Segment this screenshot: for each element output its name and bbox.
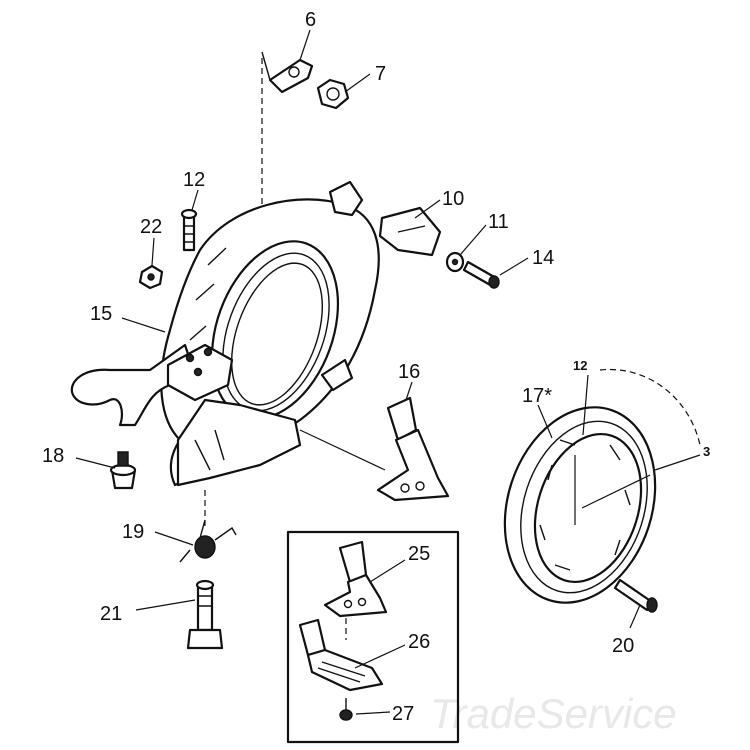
label-16: 16 [398,361,420,383]
label-18: 18 [42,445,64,467]
clock-3-leader [654,454,701,471]
rotation-arc [599,368,701,446]
part-11-washer [445,251,465,273]
part-25-bracket [323,540,388,618]
part-22-small-nut [138,264,164,290]
clock-label-12: 12 [573,358,587,373]
label-19: 19 [122,521,144,543]
part-6-clip [261,51,314,94]
part-17-ring-plate [503,406,657,604]
leader-6 [299,29,311,61]
label-11: 11 [488,211,509,233]
label-14: 14 [532,247,554,269]
part-27-screw [339,698,353,721]
leader-7 [344,73,371,93]
leader-17 [537,404,553,439]
label-17: 17* [522,385,552,407]
leader-20 [629,604,641,629]
label-10: 10 [442,188,464,210]
label-15: 15 [90,303,112,325]
leader-11 [459,224,487,256]
part-19-spring [179,519,237,563]
leader-12 [191,189,199,211]
leader-18 [75,457,116,469]
part-18-knob [109,451,137,490]
leader-19 [154,531,194,546]
label-12: 12 [183,169,205,191]
leader-22 [151,237,155,266]
leader-14 [499,257,529,276]
leader-10 [414,199,441,219]
watermark: TradeService [430,690,677,737]
label-21: 21 [100,603,122,625]
label-26: 26 [408,631,430,653]
label-25: 25 [408,543,430,565]
assembly-line-16 [299,429,386,471]
part-14-screw [462,260,500,289]
leader-16 [405,381,413,401]
leader-27 [355,711,391,715]
label-22: 22 [140,216,162,238]
part-12-bolt [180,208,198,252]
label-27: 27 [392,703,414,725]
inset-box [286,530,460,744]
part-16-bracket [376,396,450,502]
part-26-plate [298,618,384,692]
part-20-screw [613,578,658,613]
leader-15 [121,317,166,333]
label-7: 7 [375,63,386,85]
label-6: 6 [305,9,316,31]
part-21-pin [186,579,224,650]
part-10-clamp [378,206,442,257]
label-20: 20 [612,635,634,657]
leader-21 [135,599,196,611]
part-15-ring-housing [70,180,380,487]
clock-label-3: 3 [703,444,710,459]
clock-12-leader [582,374,589,436]
leader-26 [354,644,406,669]
part-7-nut [316,78,350,110]
leader-25 [369,559,406,583]
